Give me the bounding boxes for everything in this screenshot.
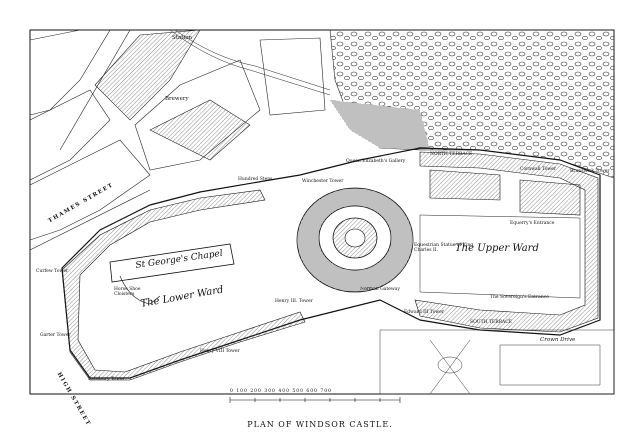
railway-lines [169, 29, 331, 96]
label-salisbury-tower: Salisbury Tower [88, 377, 125, 382]
castle-buildings [61, 151, 599, 381]
label-cornwall-tower: Cornwall Tower [520, 167, 557, 172]
label-henry-viii-tower: Henry VIII Tower [200, 349, 240, 354]
upper-ward-quadrangle [419, 214, 581, 299]
label-upper-ward: The Upper Ward [455, 243, 539, 254]
label-curfew-tower: Curfew Tower [36, 269, 69, 274]
label-brunswick-tower: Brunswick Tower [570, 169, 610, 174]
label-henry-iii-tower: Henry III. Tower [275, 299, 313, 304]
label-north-terrace: NORTH TERRACE [430, 152, 473, 157]
southern-gardens [379, 329, 615, 395]
map-caption: PLAN OF WINDSOR CASTLE. [247, 420, 393, 429]
label-queen-elizabeths-gallery: Queen Elizabeth's Gallery [346, 159, 406, 164]
scale-bar [229, 397, 401, 403]
label-winchester-tower: Winchester Tower [302, 179, 344, 184]
label-sovereigns-entrance: The Sovereign's Entrance [490, 295, 549, 300]
label-station: Station [172, 35, 193, 41]
label-crown-drive: Crown Drive [540, 337, 576, 343]
town-blocks [29, 29, 326, 251]
label-garter-tower: Garter Tower [40, 333, 71, 338]
label-edward-iii-tower: Edward III Tower [404, 310, 444, 315]
dense-grove [330, 100, 430, 150]
st-georges-chapel-building [109, 243, 235, 283]
label-horse-shoe-cloisters: Horse Shoe Cloisters [114, 287, 141, 297]
label-brewery: Brewery [165, 96, 189, 102]
label-equestrian-statue: Equestrian Statue of King Charles II. [414, 243, 474, 253]
label-equerrys-entrance: Equerry's Entrance [510, 221, 555, 226]
label-norman-gateway: Norman Gateway [360, 287, 400, 292]
label-hundred-steps: Hundred Steps [238, 177, 273, 182]
label-south-terrace: SOUTH TERRACE [470, 320, 512, 325]
round-tower-motte [296, 187, 414, 293]
scale-bar-label: 0 100 200 300 400 500 600 700 [230, 389, 332, 394]
